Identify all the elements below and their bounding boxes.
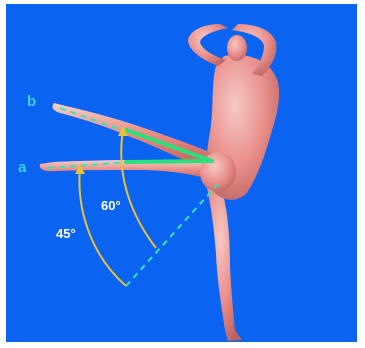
arc-45 <box>78 167 127 287</box>
dashed-line-b <box>59 107 129 133</box>
label-a: a <box>18 159 27 176</box>
reference-lines <box>47 107 219 287</box>
head <box>227 35 247 61</box>
angle-label-45: 45° <box>56 226 76 241</box>
arrowhead-45 <box>75 164 85 174</box>
left-arm <box>188 24 228 66</box>
arrowhead-60 <box>118 126 128 136</box>
leg-axis-a <box>124 159 214 164</box>
dashed-line-a <box>47 161 129 169</box>
standing-leg <box>206 182 242 341</box>
right-arm <box>232 24 277 76</box>
dashed-line-vertical <box>125 183 219 287</box>
dancer-diagram: b a 60° 45° <box>18 24 280 341</box>
arc-arrowheads <box>75 126 128 174</box>
angle-label-60: 60° <box>101 198 121 213</box>
angle-arcs <box>78 129 157 287</box>
arc-60 <box>120 129 157 249</box>
label-b: b <box>27 93 36 110</box>
blue-background-panel: b a 60° 45° <box>6 4 357 342</box>
leg-axis-lines <box>124 128 214 164</box>
leg-axis-b <box>124 128 214 163</box>
